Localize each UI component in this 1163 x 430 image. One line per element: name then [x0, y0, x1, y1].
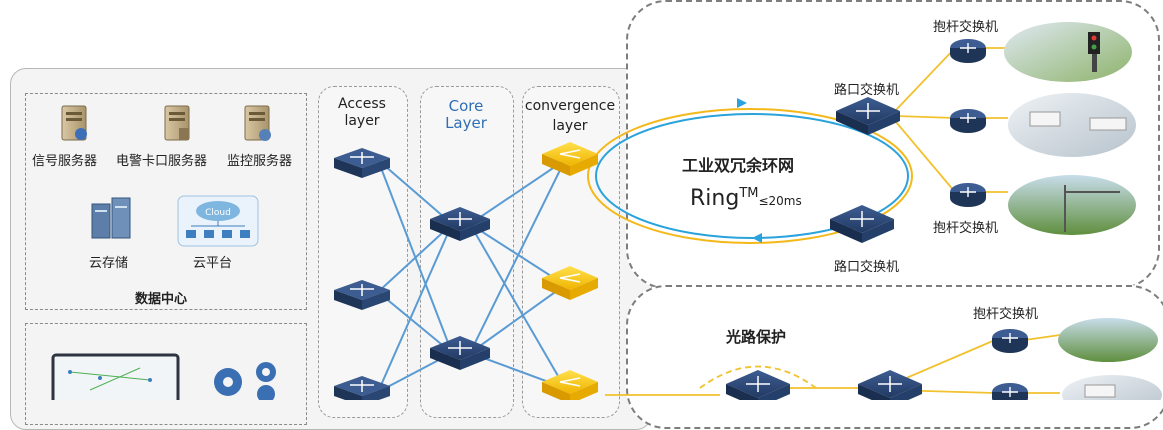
ring-title: 工业双冗余环网 — [682, 156, 795, 175]
cloud-platform-icon: Cloud — [177, 195, 259, 247]
ring-tm: TM — [739, 186, 759, 201]
roadside-pole-photo — [1008, 175, 1136, 235]
server-label-signal: 信号服务器 — [32, 154, 98, 169]
optical-switches — [726, 370, 922, 400]
convergence-switches — [542, 142, 598, 400]
road-switch-label-bottom: 路口交换机 — [834, 260, 900, 275]
traffic-photos — [1004, 22, 1162, 400]
pole-switch-label-bottom: 抱杆交换机 — [933, 221, 999, 236]
cloud-icon-text: Cloud — [205, 208, 231, 218]
ring-yellow — [587, 108, 913, 244]
access-switches — [334, 148, 390, 400]
pole-switches — [950, 39, 1028, 400]
datacenter-box — [25, 93, 307, 310]
ring-spec: RingTM≤20ms — [690, 186, 802, 211]
convergence-layer-box — [522, 86, 620, 418]
access-layer-box — [318, 86, 408, 418]
road-camera-photo — [1008, 93, 1136, 157]
optical-pole-switch-label: 抱杆交换机 — [973, 307, 1039, 322]
ring-time: ≤20ms — [758, 194, 802, 208]
road-switches — [830, 97, 900, 243]
server-label-monitoring: 监控服务器 — [227, 154, 293, 169]
network-diagram: Cloud — [51, 22, 1162, 400]
pole-photo-lower — [1058, 318, 1158, 362]
datacenter-title: 数据中心 — [135, 292, 188, 307]
cloud-label: 云平台 — [193, 256, 233, 271]
storage-icon — [91, 197, 131, 239]
optical-protection-title: 光路保护 — [726, 328, 787, 346]
road-switch-label-top: 路口交换机 — [834, 83, 900, 98]
storage-label: 云存储 — [89, 256, 129, 271]
server-label-enforcement: 电警卡口服务器 — [116, 154, 208, 169]
traffic-light-photo — [1004, 22, 1132, 82]
ring-word: Ring — [690, 186, 740, 211]
pole-switch-label-top: 抱杆交换机 — [933, 20, 999, 35]
gears-icon — [214, 362, 276, 400]
server-icons — [61, 105, 271, 141]
access-core-links — [377, 159, 453, 393]
core-switches — [430, 207, 490, 370]
monitor-icon — [51, 353, 180, 400]
